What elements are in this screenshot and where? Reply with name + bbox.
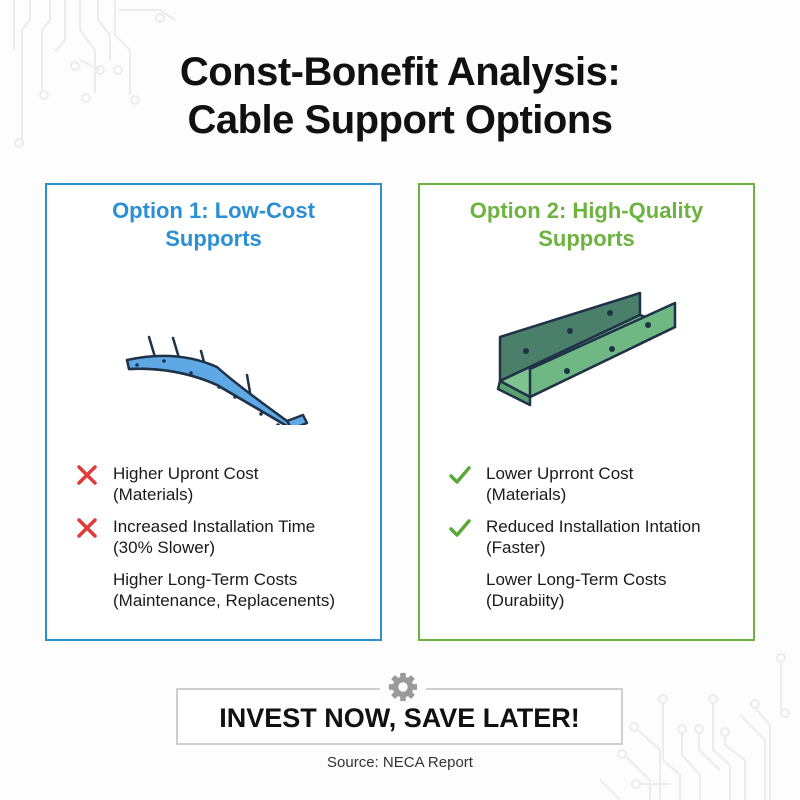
item-line-2: (Durabiity) [486, 591, 565, 610]
check-icon [449, 466, 471, 484]
bent-cable-support-rail-icon [125, 335, 309, 425]
option-card-high-quality: Option 2: High-Quality Supports Lower Up… [418, 183, 755, 641]
list-item: Lower Long-Term Costs (Durabiity) [448, 569, 743, 611]
option-title-line-1: Option 1: Low-Cost [112, 198, 315, 223]
item-line-1: Higher Upront Cost [113, 464, 259, 483]
option-items-list: Lower Uprront Cost (Materials) Reduced I… [448, 463, 743, 622]
slogan-banner: INVEST NOW, SAVE LATER! [176, 688, 623, 745]
title-line-2: Cable Support Options [187, 98, 613, 142]
item-line-1: Increased Installation Time [113, 517, 316, 536]
item-line-1: Reduced Installation Intation [486, 517, 701, 536]
x-icon [77, 465, 97, 485]
u-channel-cable-tray-icon [496, 291, 677, 407]
option-title-line-2: Supports [538, 226, 635, 251]
gear-icon [388, 672, 418, 702]
page-title: Const-Bonefit Analysis: Cable Support Op… [0, 48, 800, 144]
option-title-line-1: Option 2: High-Quality [469, 198, 704, 223]
item-line-2: (30% Slower) [113, 538, 216, 557]
item-line-2: (Materials) [486, 485, 567, 504]
list-item: Higher Long-Term Costs (Maintenance, Rep… [75, 569, 370, 611]
option-title: Option 1: Low-Cost Supports [47, 197, 380, 253]
x-icon [77, 518, 97, 538]
item-line-1: Lower Long-Term Costs [486, 570, 667, 589]
option-title: Option 2: High-Quality Supports [420, 197, 753, 253]
list-item: Lower Uprront Cost (Materials) [448, 463, 743, 505]
title-line-1: Const-Bonefit Analysis: [179, 50, 621, 94]
option-card-low-cost: Option 1: Low-Cost Supports Higher Upron… [45, 183, 382, 641]
option-title-line-2: Supports [165, 226, 262, 251]
item-line-1: Higher Long-Term Costs [113, 570, 298, 589]
option-items-list: Higher Upront Cost (Materials) Increased… [75, 463, 370, 622]
list-item: Higher Upront Cost (Materials) [75, 463, 370, 505]
source-citation: Source: NECA Report [327, 754, 473, 771]
circuit-pattern-bottom-right [600, 653, 790, 800]
item-line-1: Lower Uprront Cost [486, 464, 634, 483]
item-line-2: (Faster) [486, 538, 546, 557]
slogan-text: INVEST NOW, SAVE LATER! [219, 703, 580, 733]
list-item: Reduced Installation Intation (Faster) [448, 516, 743, 558]
item-line-2: (Materials) [113, 485, 194, 504]
item-line-2: (Maintenance, Replacenents) [113, 591, 336, 610]
check-icon [449, 519, 471, 537]
list-item: Increased Installation Time (30% Slower) [75, 516, 370, 558]
